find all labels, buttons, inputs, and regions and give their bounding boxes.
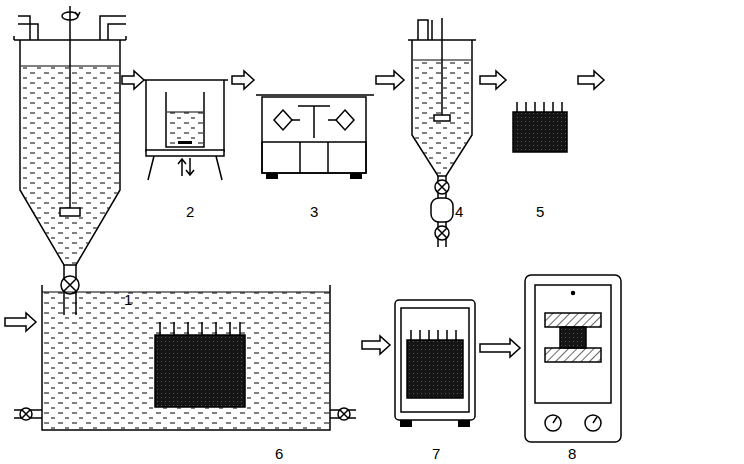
callout-number: 7: [432, 445, 440, 462]
flow-arrow: [480, 71, 506, 89]
mixing-machine: [256, 95, 374, 179]
apparatus: 8: [522, 272, 624, 444]
flow-arrow: [480, 71, 506, 89]
flow-arrow: [376, 71, 404, 89]
callout-number: 1: [124, 291, 132, 308]
callout-number: 8: [568, 446, 576, 461]
flow-arrow: [362, 336, 390, 354]
flow-arrow: [5, 71, 604, 331]
flow-arrow: [232, 71, 254, 89]
magnetic-stirrer: [142, 80, 228, 180]
mould: [513, 102, 567, 152]
water-bath: [14, 285, 356, 430]
callout-number: 6: [275, 445, 283, 462]
callout-number: 3: [310, 203, 318, 220]
apparatus: 3: [256, 88, 374, 182]
callout-number: 2: [186, 204, 194, 219]
flow-arrow: [122, 71, 144, 89]
flow-arrow: [480, 339, 520, 357]
flow-arrow: [480, 339, 520, 357]
apparatus: 6: [38, 280, 360, 432]
stirred-tank: [14, 6, 126, 315]
callout-number: 2: [186, 203, 194, 220]
hot-press: [525, 275, 621, 442]
oven: [395, 300, 475, 427]
apparatus: 4: [406, 15, 478, 247]
callout-number: 5: [536, 203, 544, 220]
callout-number: 3: [310, 204, 318, 219]
apparatus: 5: [508, 96, 572, 154]
callout-number: 8: [568, 445, 576, 462]
callout-number: 6: [275, 446, 283, 461]
callout-number: 1: [124, 292, 132, 307]
flow-arrow: [362, 336, 390, 354]
callout-number: 4: [455, 203, 463, 220]
flow-arrow: [376, 71, 404, 89]
callout-number: 5: [536, 204, 544, 219]
flow-arrow: [578, 71, 604, 89]
flow-arrow: [5, 313, 36, 331]
callout-number: 7: [432, 446, 440, 461]
apparatus: 7: [392, 296, 478, 432]
flow-arrow: [122, 71, 144, 89]
apparatus: 2: [146, 75, 230, 183]
apparatus: 1: [15, 5, 120, 315]
flow-arrow: [232, 71, 254, 89]
dosing-tank: [408, 18, 476, 247]
callout-number: 4: [455, 204, 463, 219]
